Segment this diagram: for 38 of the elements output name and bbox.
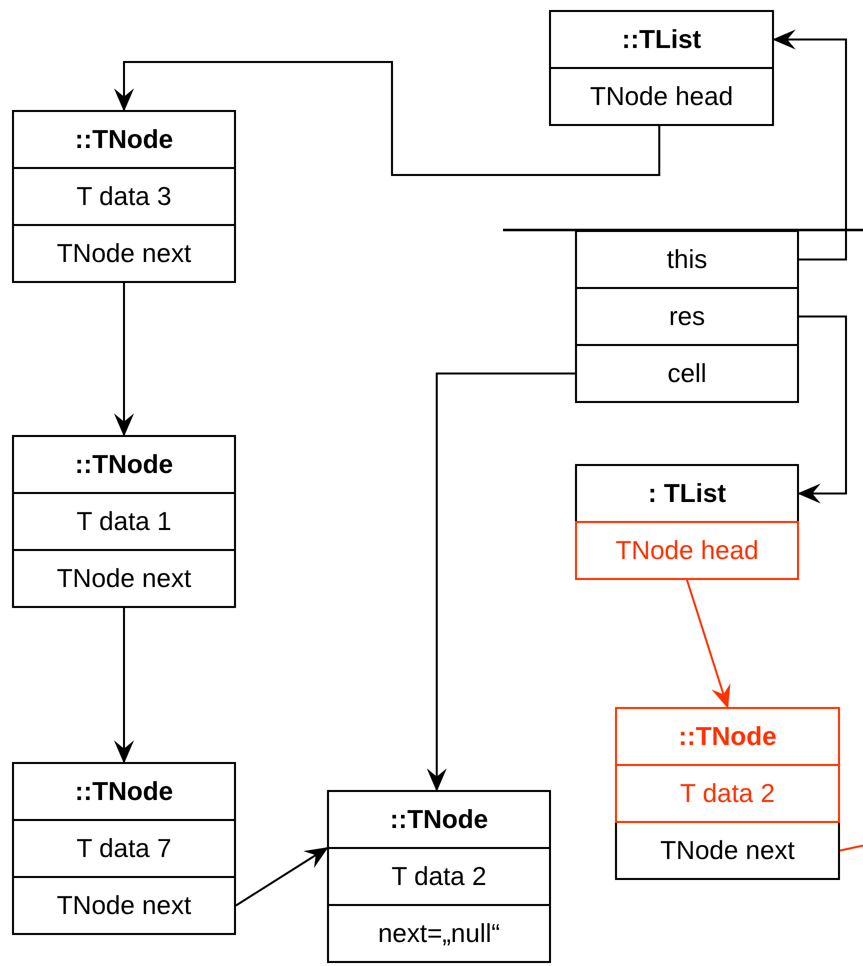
object-box <box>575 230 799 403</box>
class-name: ::TNode <box>12 762 236 821</box>
attribute-field: T data 3 <box>12 167 236 226</box>
object-box <box>575 464 799 580</box>
arrow <box>235 847 328 906</box>
class-name: : TList <box>575 464 799 523</box>
class-name: ::TNode <box>327 790 551 849</box>
arrow <box>114 61 660 176</box>
arrow <box>114 608 134 764</box>
class-name: ::TNode <box>12 110 236 169</box>
arrow <box>114 283 134 437</box>
arrow <box>686 580 730 709</box>
class-name: ::TList <box>549 10 774 69</box>
attribute-field: TNode next <box>615 821 840 880</box>
attribute-field: T data 2 <box>327 847 551 906</box>
attribute-field: res <box>575 287 799 346</box>
arrow <box>797 316 847 504</box>
attribute-field: T data 1 <box>12 492 236 551</box>
attribute-field: TNode head <box>575 521 799 580</box>
object-box <box>12 762 236 935</box>
object-box <box>327 790 551 963</box>
attribute-field: cell <box>575 344 799 403</box>
attribute-field: TNode next <box>12 224 236 283</box>
attribute-field: TNode head <box>549 67 774 126</box>
class-name: ::TNode <box>12 435 236 494</box>
object-box <box>12 435 236 608</box>
object-box <box>549 10 774 126</box>
object-box <box>12 110 236 283</box>
object-box <box>615 707 840 880</box>
attribute-field: this <box>575 230 799 289</box>
arrow <box>772 30 847 260</box>
attribute-field: TNode next <box>12 549 236 608</box>
class-name: ::TNode <box>615 707 840 766</box>
arrow <box>426 372 575 792</box>
attribute-field: T data 2 <box>615 764 840 823</box>
attribute-field: next=„null“ <box>327 904 551 963</box>
attribute-field: TNode next <box>12 876 236 935</box>
attribute-field: T data 7 <box>12 819 236 878</box>
